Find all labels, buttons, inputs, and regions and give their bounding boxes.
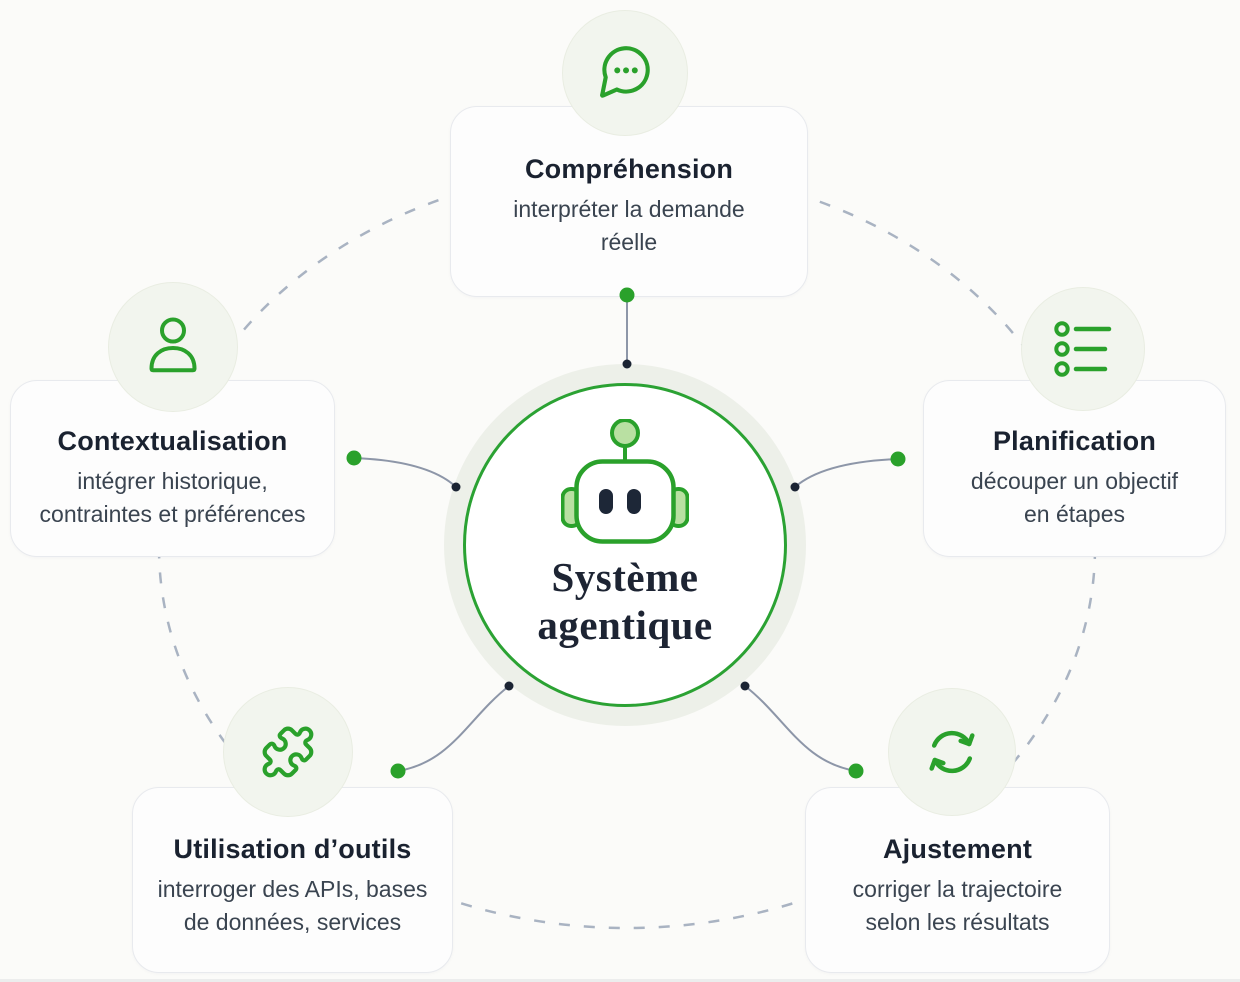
icon-circle-utilisation-outils xyxy=(223,687,353,817)
connector-left xyxy=(353,457,457,488)
green-dot-bottom-left xyxy=(390,763,406,779)
green-dot-left xyxy=(346,450,362,466)
center-node: Système agentique xyxy=(463,383,787,707)
robot-icon xyxy=(561,419,689,544)
card-title: Compréhension xyxy=(524,154,734,184)
connector-bottom-left xyxy=(397,685,510,772)
puzzle-icon xyxy=(262,726,314,778)
card-description: interpréter la demande réelle xyxy=(513,196,745,255)
chat-bubble-icon xyxy=(600,46,650,98)
green-dot-bottom-right xyxy=(848,763,864,779)
card-title: Utilisation d’outils xyxy=(173,834,412,864)
green-dot-right xyxy=(890,451,906,467)
refresh-icon xyxy=(929,730,975,774)
connector-bottom-right xyxy=(744,685,857,772)
card-title: Contextualisation xyxy=(57,426,288,456)
connector-right xyxy=(794,458,899,488)
icon-circle-ajustement xyxy=(888,688,1016,816)
person-icon xyxy=(149,317,197,373)
center-title-line: Système xyxy=(551,554,699,600)
card-title: Ajustement xyxy=(882,834,1033,864)
card-description: découper un objectif en étapes xyxy=(970,468,1179,527)
center-title: Système agentique xyxy=(537,553,712,649)
icon-circle-comprehension xyxy=(562,10,688,136)
icon-circle-contextualisation xyxy=(108,282,238,412)
card-description: intégrer historique, contraintes et préf… xyxy=(39,468,306,527)
checklist-icon xyxy=(1054,321,1112,377)
icon-circle-planification xyxy=(1021,287,1145,411)
bottom-edge-line xyxy=(0,979,1240,982)
card-description: interroger des APIs, bases de données, s… xyxy=(157,876,428,935)
card-description: corriger la trajectoire selon les résult… xyxy=(852,876,1063,935)
center-title-line: agentique xyxy=(537,602,713,648)
card-title: Planification xyxy=(992,426,1157,456)
